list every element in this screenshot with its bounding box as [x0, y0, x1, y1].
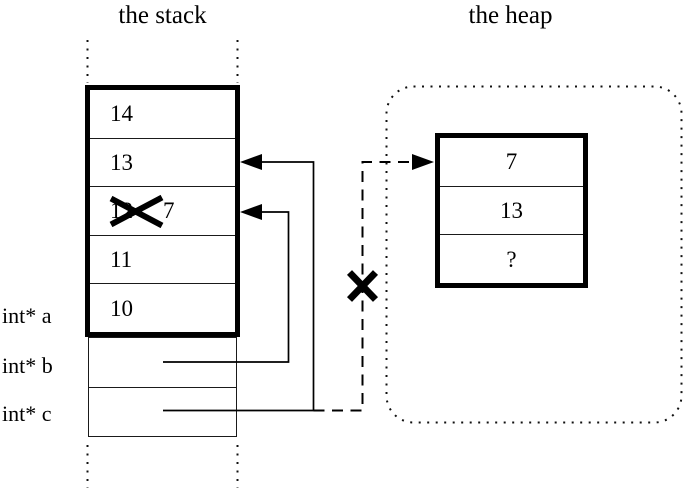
heap-cell-7: 7 — [440, 138, 583, 186]
stack-cell-14: 14 — [90, 90, 235, 138]
stack-cell-value: 11 — [110, 247, 133, 273]
stack-title: the stack — [118, 2, 207, 29]
variable-label-c: int* c — [2, 401, 52, 426]
pointer-b-arrowhead — [240, 204, 262, 220]
dangling-pointer-dashed-line — [313, 161, 411, 412]
dangling-pointer-arrowhead — [412, 154, 434, 170]
heap-title: the heap — [468, 2, 553, 29]
dangling-pointer-x-icon — [346, 270, 379, 302]
pointer-cell-b — [89, 338, 236, 387]
stack-cell-value: 10 — [110, 295, 133, 321]
stack-cell-value: 13 — [110, 149, 133, 175]
heap-cell-value: 7 — [505, 149, 518, 175]
stack-cell-13: 13 — [90, 137, 235, 187]
stack-cell-10: 10 — [90, 283, 235, 332]
pointer-cell-c — [89, 387, 236, 437]
stack-frame-box: 14 13 12 7 11 10 — [85, 85, 240, 337]
variable-label-b: int* b — [2, 353, 53, 378]
stack-cell-11: 11 — [90, 234, 235, 284]
pointer-variable-cells-box — [88, 337, 237, 437]
heap-cell-unknown: ? — [440, 234, 583, 283]
stack-cell-value: 14 — [110, 101, 133, 127]
stack-cell-old-value: 12 — [110, 198, 133, 224]
heap-cell-value: 13 — [500, 198, 523, 223]
heap-cell-value: ? — [506, 246, 517, 272]
heap-cell-13: 13 — [440, 185, 583, 235]
variable-label-a: int* a — [2, 303, 52, 328]
pointer-c-arrowhead — [240, 154, 262, 170]
stack-cell-new-value: 7 — [163, 198, 175, 224]
heap-block-box: 7 13 ? — [435, 133, 588, 288]
stack-cell-overwritten: 12 7 — [90, 186, 235, 235]
